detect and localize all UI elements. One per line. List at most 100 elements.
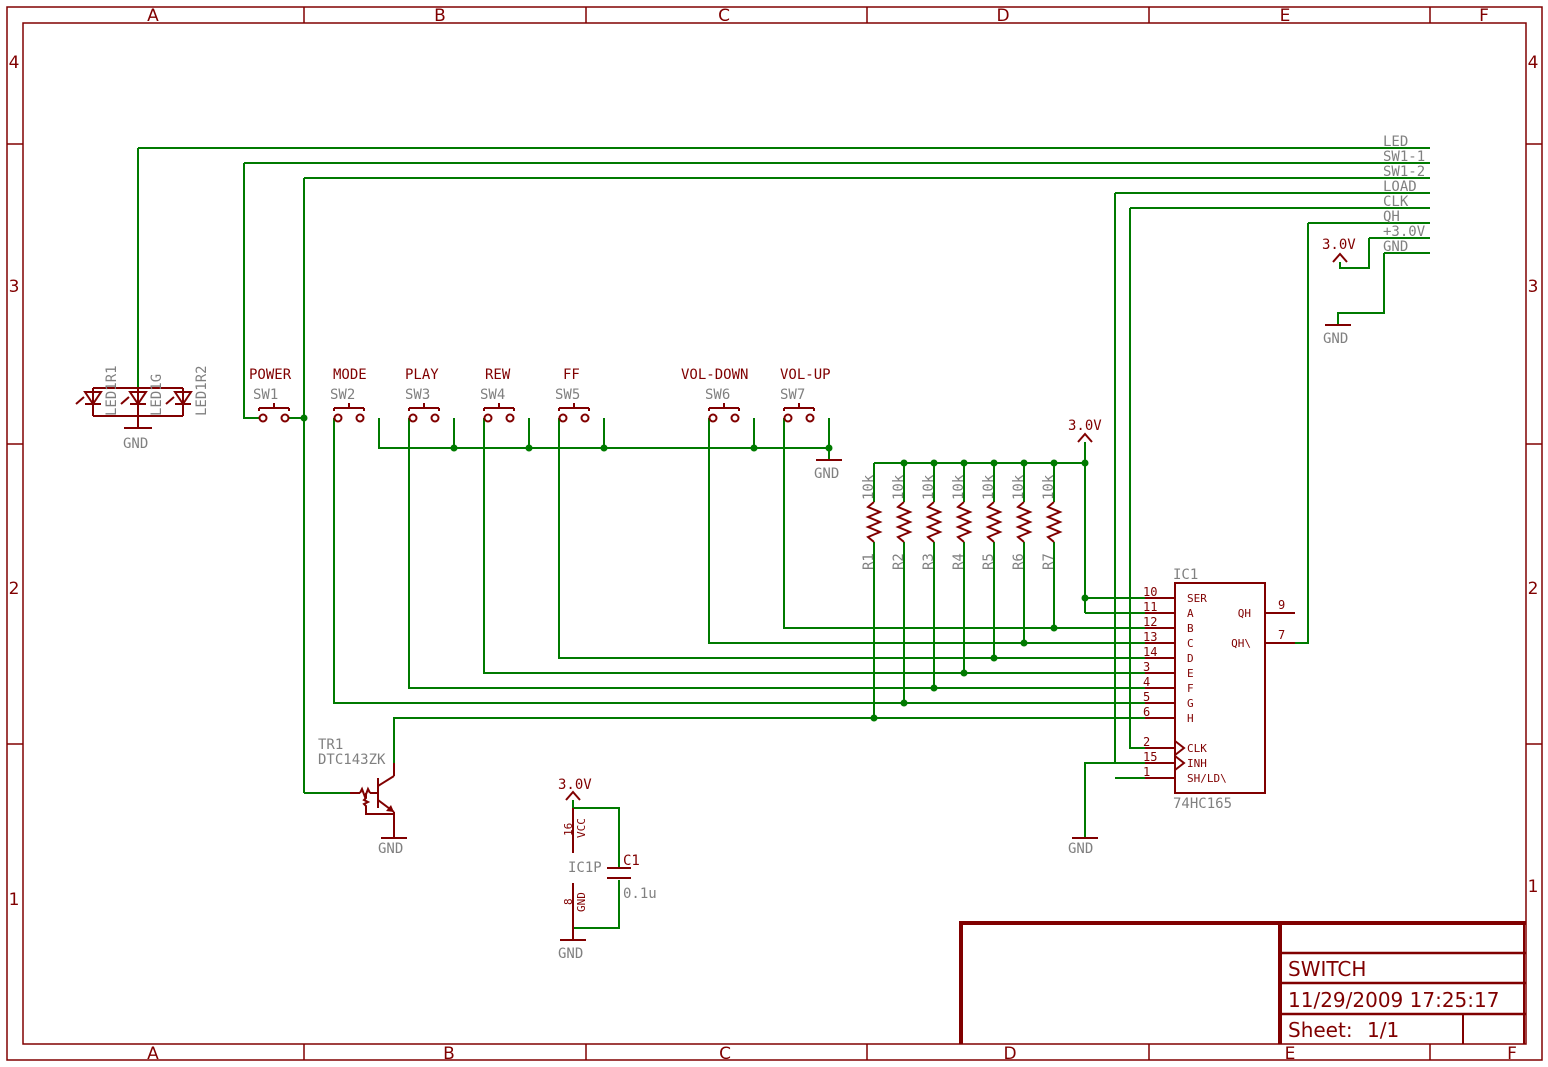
switch-wires (243, 163, 1160, 794)
resistor-6 (1015, 501, 1033, 543)
grid-dividers (7, 7, 1542, 1060)
sw6-value: VOL-DOWN (681, 367, 748, 383)
title-block-sheet-label: Sheet: (1288, 1018, 1353, 1042)
r4-name: R4 (951, 553, 967, 570)
svg-text:F: F (1187, 682, 1194, 695)
grid-col-e-top: E (1280, 6, 1291, 26)
r6-value: 10k (1011, 474, 1027, 500)
switch-3 (408, 403, 440, 423)
tr1-name: TR1 (318, 737, 343, 753)
ic1-pin-9: 9QH (1238, 598, 1295, 620)
grid-row-1-right: 1 (1528, 877, 1539, 897)
led-label-g: LED1G (149, 374, 165, 416)
title-block (959, 921, 1526, 1044)
svg-text:10: 10 (1143, 585, 1157, 599)
sw7-value: VOL-UP (780, 367, 831, 383)
sw2-name: SW2 (330, 387, 355, 403)
svg-text:E: E (1187, 667, 1194, 680)
gnd-label-switch: GND (814, 466, 839, 482)
resistor-5 (985, 501, 1003, 543)
resistor-wires (393, 442, 1160, 763)
sw1-name: SW1 (253, 387, 278, 403)
svg-text:3: 3 (1143, 660, 1150, 674)
svg-text:12: 12 (1143, 615, 1157, 629)
ic1-pin-7: 7QH\ (1231, 628, 1295, 650)
svg-text:2: 2 (1143, 735, 1150, 749)
svg-text:G: G (1187, 697, 1194, 710)
supply-label-resistors: 3.0V (1068, 418, 1102, 434)
svg-text:QH: QH (1238, 607, 1251, 620)
grid-col-e-bottom: E (1285, 1044, 1296, 1064)
svg-text:A: A (1187, 607, 1194, 620)
resistor-symbols (865, 501, 1063, 543)
switch-junctions (300, 414, 833, 452)
r7-name: R7 (1041, 553, 1057, 570)
grid-col-b-bottom: B (443, 1044, 455, 1064)
grid-row-2-right: 2 (1528, 579, 1539, 599)
svg-text:D: D (1187, 652, 1194, 665)
r3-value: 10k (921, 474, 937, 500)
grid-col-c-bottom: C (719, 1044, 731, 1064)
svg-text:5: 5 (1143, 690, 1150, 704)
gnd-label-tr1: GND (378, 841, 403, 857)
resistor-4 (955, 501, 973, 543)
r1-name: R1 (861, 553, 877, 570)
ic1p-vcc-label: VCC (575, 818, 588, 838)
sw7-name: SW7 (780, 387, 805, 403)
transistor-symbol (350, 763, 407, 839)
ic1-inh-clock-mark (1174, 755, 1186, 771)
c1-value: 0.1u (623, 886, 657, 902)
ic1-clk-clock-mark (1174, 740, 1186, 756)
outer-frame (6, 6, 1543, 1061)
supply-symbol-resistors (1077, 432, 1093, 443)
c1-name: C1 (623, 853, 640, 869)
svg-text:H: H (1187, 712, 1194, 725)
r3-name: R3 (921, 553, 937, 570)
grid-col-d-top: D (996, 6, 1009, 26)
sw2-value: MODE (333, 367, 367, 383)
supply-label-connector: 3.0V (1322, 237, 1356, 253)
led-label-r1: LED1R1 (104, 365, 120, 416)
r2-value: 10k (891, 474, 907, 500)
r4-value: 10k (951, 474, 967, 500)
svg-text:SH/LD\: SH/LD\ (1187, 772, 1227, 785)
signal-label-led: LED (1383, 134, 1408, 150)
resistor-1 (865, 501, 883, 543)
signal-label-sw1-1: SW1-1 (1383, 149, 1425, 165)
svg-text:1: 1 (1143, 765, 1150, 779)
ic1p-name: IC1P (568, 860, 602, 876)
signal-label-gnd: GND (1383, 239, 1408, 255)
signal-label-sw1-2: SW1-2 (1383, 164, 1425, 180)
grid-col-c-top: C (718, 6, 730, 26)
svg-text:CLK: CLK (1187, 742, 1207, 755)
grid-col-f-top: F (1479, 6, 1489, 26)
led-group (75, 148, 193, 429)
title-block-sheet-value: 1/1 (1367, 1018, 1399, 1042)
ic1p-gnd-label: GND (575, 892, 588, 912)
sw5-name: SW5 (555, 387, 580, 403)
sw3-value: PLAY (405, 367, 439, 383)
grid-col-d-bottom: D (1003, 1044, 1016, 1064)
svg-text:SER: SER (1187, 592, 1207, 605)
tr1-value: DTC143ZK (318, 752, 386, 768)
signal-label-3v: +3.0V (1383, 224, 1426, 240)
signal-label-load: LOAD (1383, 179, 1417, 195)
resistor-3 (925, 501, 943, 543)
svg-text:13: 13 (1143, 630, 1157, 644)
grid-col-a-bottom: A (147, 1044, 159, 1064)
ic1-value: 74HC165 (1173, 796, 1232, 812)
sw1-value: POWER (249, 367, 292, 383)
grid-row-4-left: 4 (9, 53, 20, 73)
